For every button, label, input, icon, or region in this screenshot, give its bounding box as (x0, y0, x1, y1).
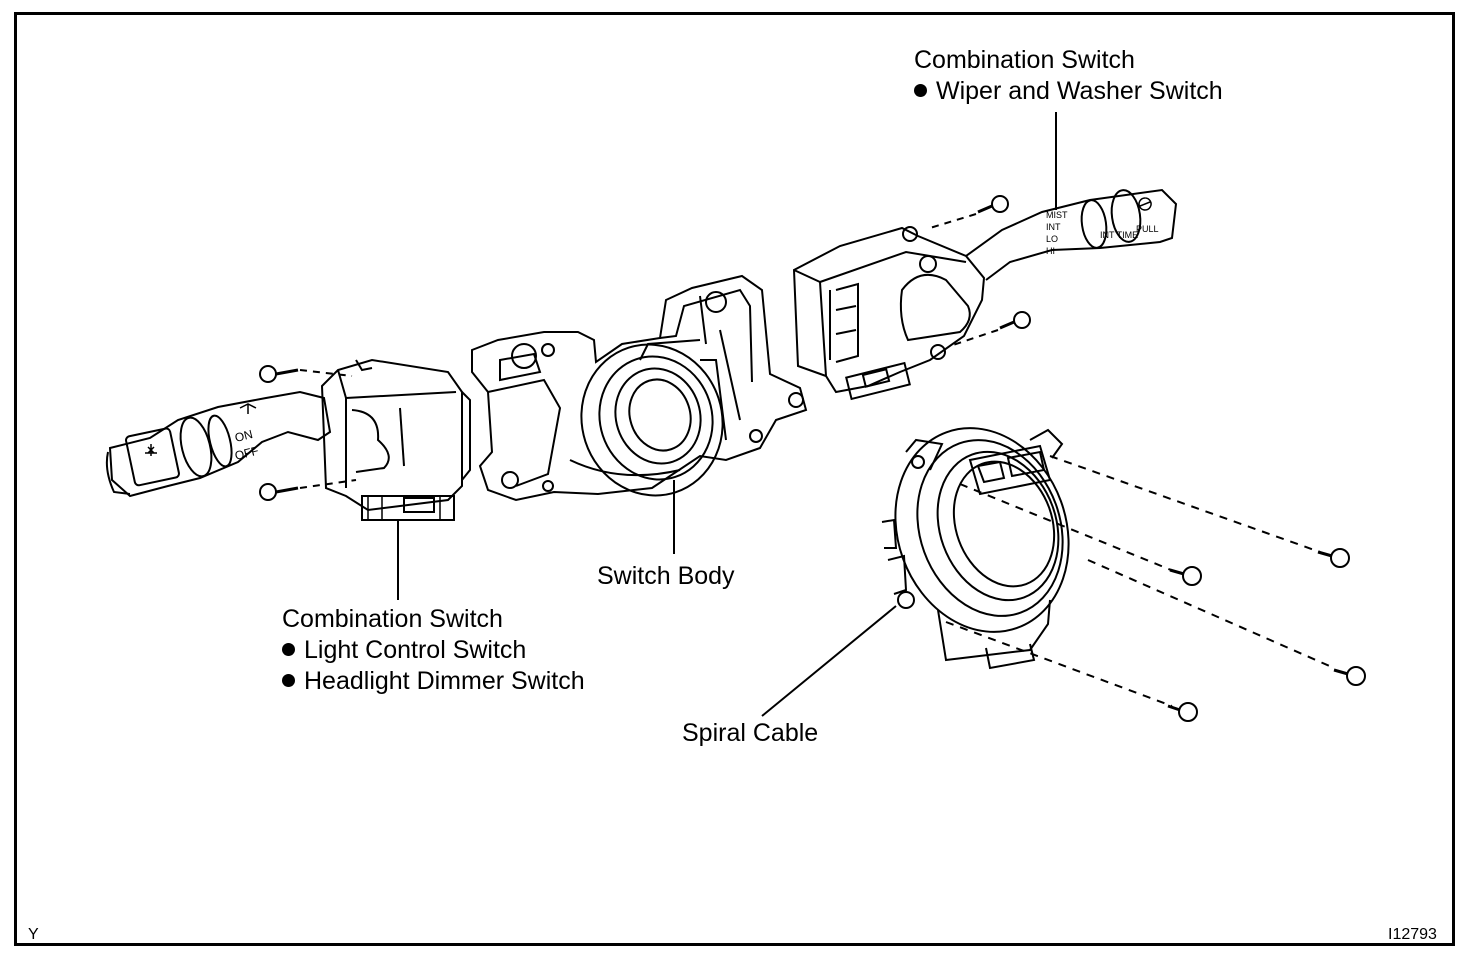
light-lever-on-mark: ON (233, 427, 254, 445)
light-switch-title: Combination Switch (282, 605, 503, 633)
wiper-pull-mark: PULL (1136, 224, 1159, 234)
wiper-lo-mark: LO (1046, 234, 1058, 244)
wiper-int-mark: INT (1046, 222, 1061, 232)
light-lever-off-mark: OFF (233, 444, 260, 463)
light-switch-item: Light Control Switch (282, 635, 585, 666)
wiper-washer-switch-part: MIST INT LO HI INT TIME PULL (792, 112, 1178, 401)
bullet-icon (282, 643, 295, 656)
wiper-switch-item: Wiper and Washer Switch (914, 76, 1223, 107)
bullet-icon (914, 84, 927, 97)
light-control-switch-part: ON OFF (105, 358, 471, 521)
wiper-switch-callout: Combination Switch Wiper and Washer Swit… (914, 45, 1223, 107)
switch-body-callout: Switch Body (597, 562, 735, 590)
wiper-hi-mark: HI (1046, 246, 1055, 256)
wiper-switch-title: Combination Switch (914, 46, 1135, 74)
wiper-mist-mark: MIST (1046, 210, 1068, 220)
light-switch-callout: Combination Switch Light Control Switch … (282, 604, 585, 697)
spiral-cable-callout: Spiral Cable (682, 719, 819, 747)
wiper-int-time-mark: INT TIME (1100, 230, 1138, 240)
figure-number: I12793 (1388, 926, 1437, 943)
diagram-frame (14, 12, 1455, 946)
corner-code-left: Y (28, 926, 39, 943)
spiral-cable-part (761, 427, 1366, 722)
light-switch-item: Headlight Dimmer Switch (282, 666, 585, 697)
switch-body-part (471, 274, 808, 554)
bullet-icon (282, 674, 295, 687)
